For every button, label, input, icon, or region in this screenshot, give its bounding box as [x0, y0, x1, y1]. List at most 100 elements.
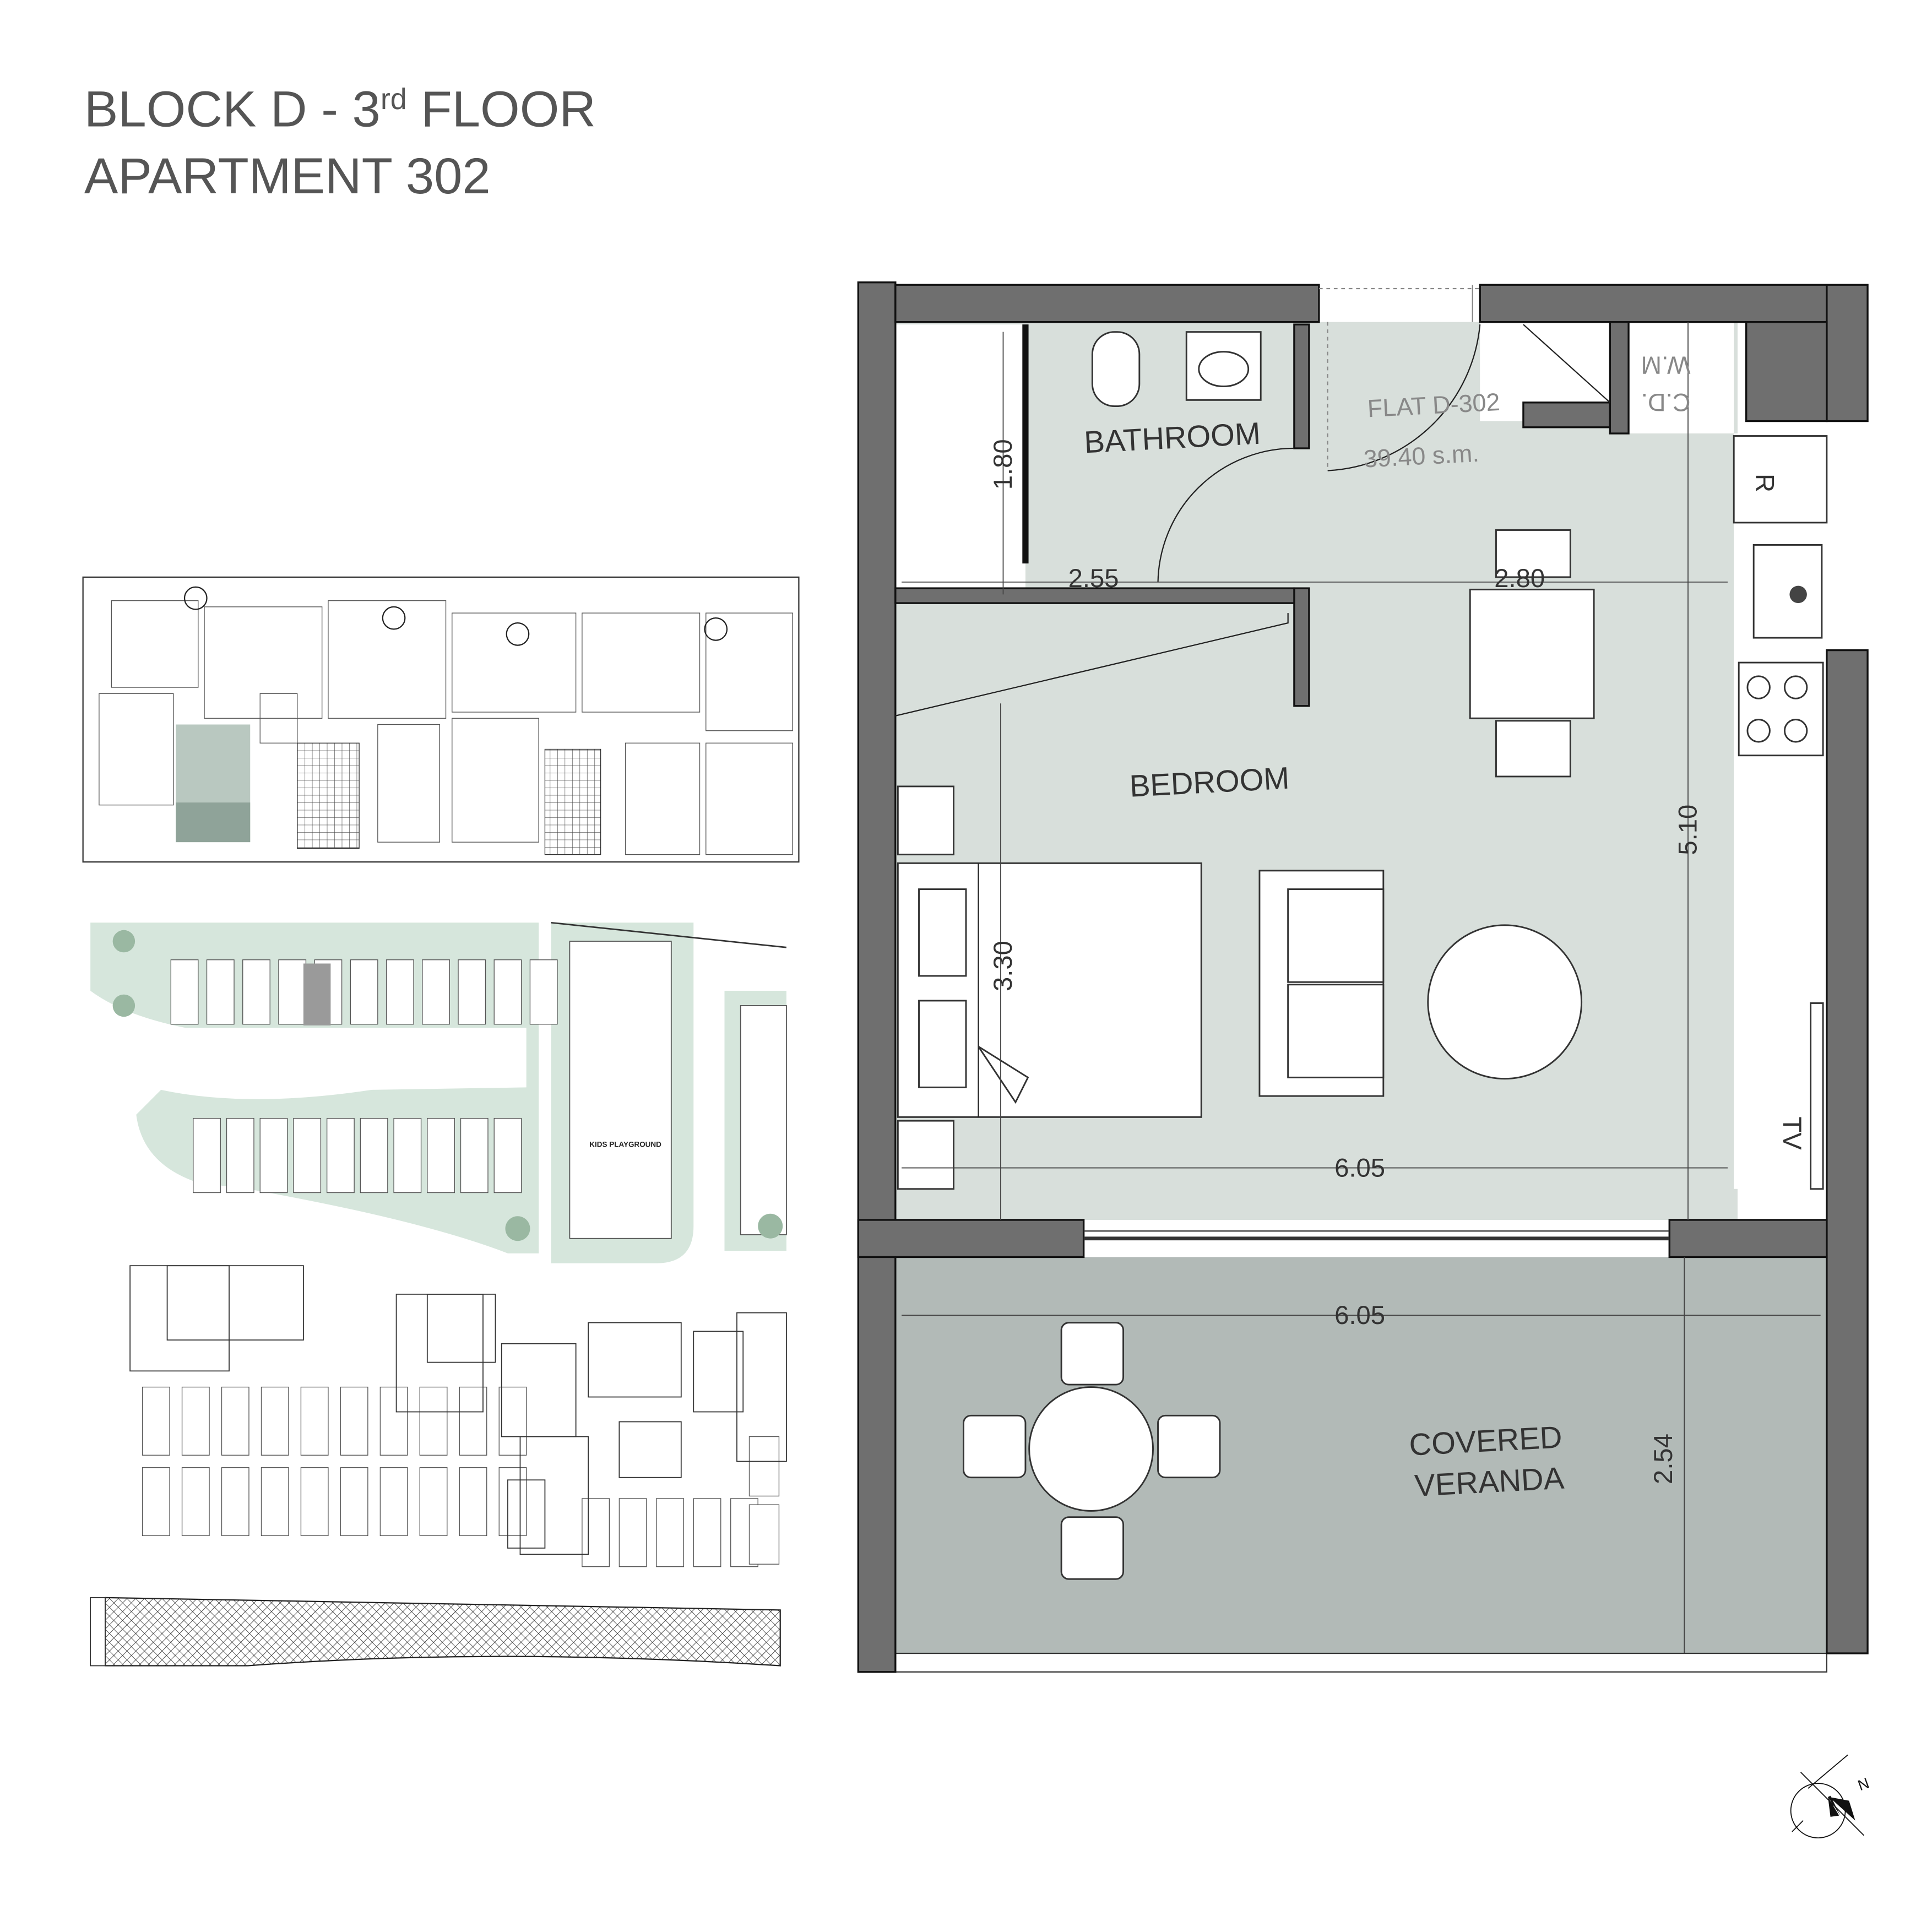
dining-table [1469, 588, 1595, 719]
tv-unit [1810, 1002, 1824, 1190]
parking-space [419, 1386, 448, 1456]
toilet-icon [1091, 331, 1141, 408]
apartment-outline [259, 693, 298, 744]
tv-label: TV [1777, 1116, 1806, 1150]
apartment-outline [452, 612, 577, 713]
parking-space [340, 1467, 368, 1537]
dim-bath-width: 2.55 [1068, 564, 1119, 593]
building-outline [519, 1436, 589, 1555]
north-label: N [1855, 1774, 1871, 1794]
building-outline [166, 1265, 304, 1341]
parking-space [142, 1467, 170, 1537]
apartment-outline [625, 742, 701, 855]
apartment-outline [328, 600, 447, 719]
building-outline [426, 1294, 496, 1363]
room-label-veranda: COVERED [1408, 1419, 1563, 1462]
building-outline [736, 1312, 787, 1462]
parking-space [181, 1467, 210, 1537]
apartment-outline [377, 724, 440, 843]
parking-space [221, 1467, 249, 1537]
parking-space [493, 1117, 522, 1193]
building-outline [129, 1265, 230, 1372]
tree-icon [704, 617, 728, 641]
parking-space [422, 959, 450, 1025]
parking-space [261, 1386, 289, 1456]
apartment-outline [582, 612, 701, 713]
chair [1495, 720, 1571, 778]
washing-machine-label: W.M [1641, 351, 1691, 379]
bathroom-door-swing [1157, 447, 1294, 582]
parking-space [427, 1117, 455, 1193]
parking-space [459, 1467, 487, 1537]
room-label-bedroom: BEDROOM [1128, 761, 1290, 804]
apartment-outline [111, 600, 199, 688]
dimension-labels: 2.55 2.80 1.80 3.30 5.10 6.05 6.05 2.54 [989, 439, 1703, 1484]
kids-playground [569, 941, 672, 1239]
veranda-chair [963, 1414, 1027, 1479]
parking-space [350, 959, 378, 1025]
landscaped-slope [105, 1597, 781, 1667]
flat-area: 39.40 s.m. [1363, 439, 1480, 473]
dim-room-width: 6.05 [1334, 1153, 1385, 1182]
parking-space [379, 1386, 408, 1456]
clothes-dryer-label: C.D. [1641, 388, 1691, 416]
coffee-table [1427, 924, 1583, 1080]
parking-space [393, 1117, 422, 1193]
parking-space [206, 959, 235, 1025]
north-arrow-icon: N [1790, 1754, 1871, 1838]
parking-space [170, 959, 199, 1025]
parking-space [419, 1467, 448, 1537]
parking-space [529, 959, 558, 1025]
parking-space [278, 959, 307, 1025]
apartment-outline [204, 606, 323, 719]
parking-space [226, 1117, 254, 1193]
tree-icon [183, 586, 208, 610]
parking-space [261, 1467, 289, 1537]
parking-space [693, 1498, 721, 1567]
building-outline [693, 1331, 744, 1413]
dim-room-depth: 5.10 [1674, 805, 1703, 855]
room-label-veranda-2: VERANDA [1414, 1461, 1565, 1503]
parking-space [181, 1386, 210, 1456]
chair [1495, 529, 1571, 578]
parking-space [142, 1386, 170, 1456]
dim-bath-height: 1.80 [989, 439, 1018, 490]
flat-label: FLAT D-302 [1367, 388, 1501, 423]
veranda-chair [1060, 1322, 1125, 1386]
key-plan-building [82, 576, 800, 863]
parking-space [458, 959, 486, 1025]
apartment-outline [99, 693, 174, 806]
fridge [1733, 435, 1828, 524]
apartment-outline [705, 742, 793, 855]
hob-icon [1738, 661, 1824, 757]
parking-space [618, 1498, 647, 1567]
parking-space [582, 1498, 610, 1567]
kitchen-sink-icon [1752, 544, 1823, 639]
pillow [918, 1000, 967, 1088]
parking-space [340, 1386, 368, 1456]
parking-space [326, 1117, 355, 1193]
veranda-chair [1060, 1516, 1125, 1580]
side-table [897, 785, 954, 856]
tree-icon [382, 606, 406, 630]
building-outline [588, 1322, 682, 1398]
dim-veranda-width: 6.05 [1334, 1301, 1385, 1330]
tree-icon [506, 622, 530, 646]
parking-space [242, 959, 270, 1025]
side-table [897, 1120, 954, 1190]
wardrobe-line [895, 613, 1289, 717]
apartment-outline [705, 612, 793, 731]
veranda-chair [1157, 1414, 1221, 1479]
parking-space [379, 1467, 408, 1537]
parking-space [656, 1498, 684, 1567]
parking-space [259, 1117, 288, 1193]
shower-area [895, 324, 1025, 604]
parking-space [386, 959, 414, 1025]
kids-playground-label: KIDS PLAYGROUND [589, 1140, 661, 1148]
apartment-outline [452, 718, 539, 843]
parking-space [748, 1436, 780, 1497]
dim-kitchen-width: 2.80 [1494, 564, 1545, 593]
parking-space [459, 1386, 487, 1456]
parking-space [300, 1386, 329, 1456]
